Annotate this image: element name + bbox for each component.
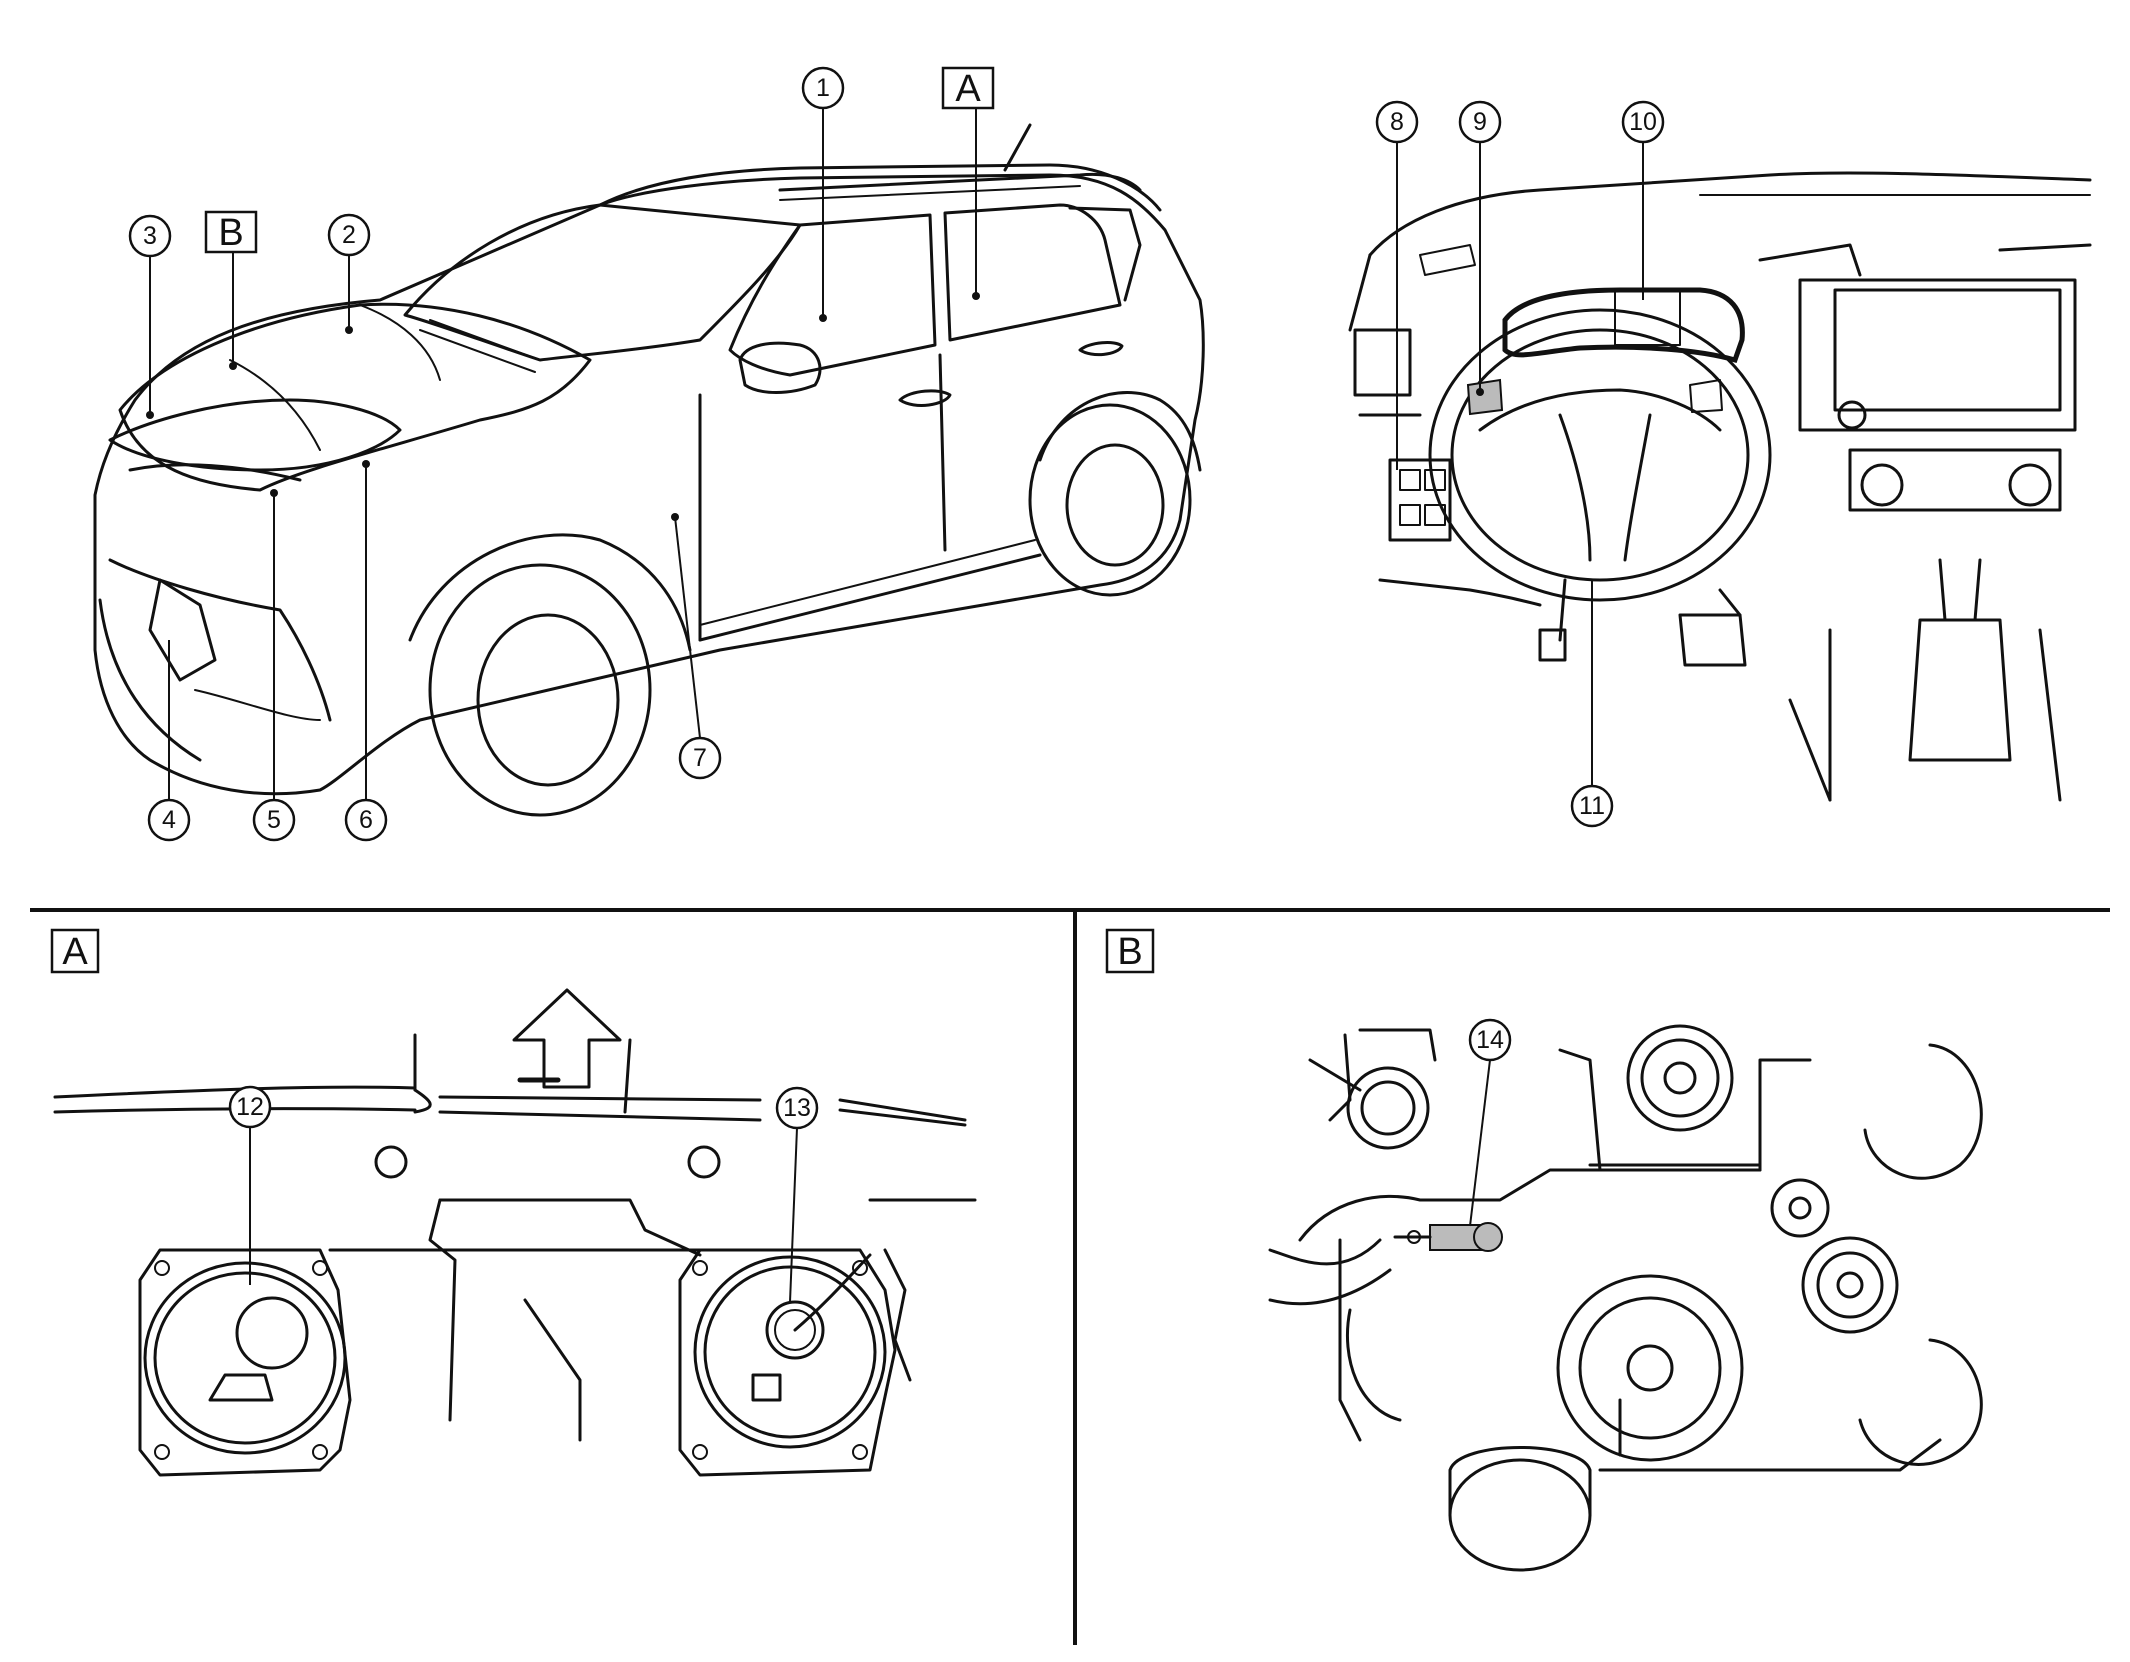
callout-7: 7 — [678, 736, 722, 780]
callout-5: 5 — [252, 798, 296, 842]
svg-text:5: 5 — [267, 806, 281, 834]
svg-text:B: B — [218, 212, 243, 254]
svg-text:3: 3 — [143, 222, 157, 250]
svg-text:13: 13 — [783, 1094, 811, 1122]
callout-3: 3 — [128, 214, 172, 258]
svg-text:12: 12 — [236, 1093, 264, 1121]
view-label-b: B — [204, 210, 258, 254]
speaker-view-illustration — [53, 988, 977, 1477]
leader-lines — [149, 107, 1644, 1303]
callout-9: 9 — [1458, 100, 1502, 144]
panel-label-a: A — [50, 928, 100, 974]
callout-14: 14 — [1468, 1018, 1512, 1062]
vehicle-exterior-illustration — [93, 123, 1205, 817]
panel-label-b: B — [1105, 928, 1155, 974]
svg-text:10: 10 — [1629, 108, 1657, 136]
callout-12: 12 — [228, 1085, 272, 1129]
svg-text:14: 14 — [1476, 1026, 1504, 1054]
svg-text:4: 4 — [162, 806, 176, 834]
svg-text:A: A — [955, 68, 981, 110]
svg-text:B: B — [1117, 931, 1142, 973]
svg-text:7: 7 — [693, 744, 707, 772]
callout-11: 11 — [1570, 784, 1614, 828]
dashboard-illustration — [1348, 171, 2092, 802]
svg-text:A: A — [62, 931, 88, 973]
svg-text:8: 8 — [1390, 108, 1404, 136]
callout-8: 8 — [1375, 100, 1419, 144]
callout-10: 10 — [1621, 100, 1665, 144]
svg-text:9: 9 — [1473, 108, 1487, 136]
svg-text:11: 11 — [1579, 792, 1605, 820]
callout-4: 4 — [147, 798, 191, 842]
callout-6: 6 — [344, 798, 388, 842]
engine-illustration — [1268, 1024, 1983, 1572]
callout-1: 1 — [801, 66, 845, 110]
callout-2: 2 — [327, 213, 371, 257]
svg-text:1: 1 — [816, 74, 830, 102]
svg-text:6: 6 — [359, 806, 373, 834]
svg-text:2: 2 — [342, 221, 356, 249]
view-label-a: A — [941, 66, 995, 110]
callout-13: 13 — [775, 1086, 819, 1130]
